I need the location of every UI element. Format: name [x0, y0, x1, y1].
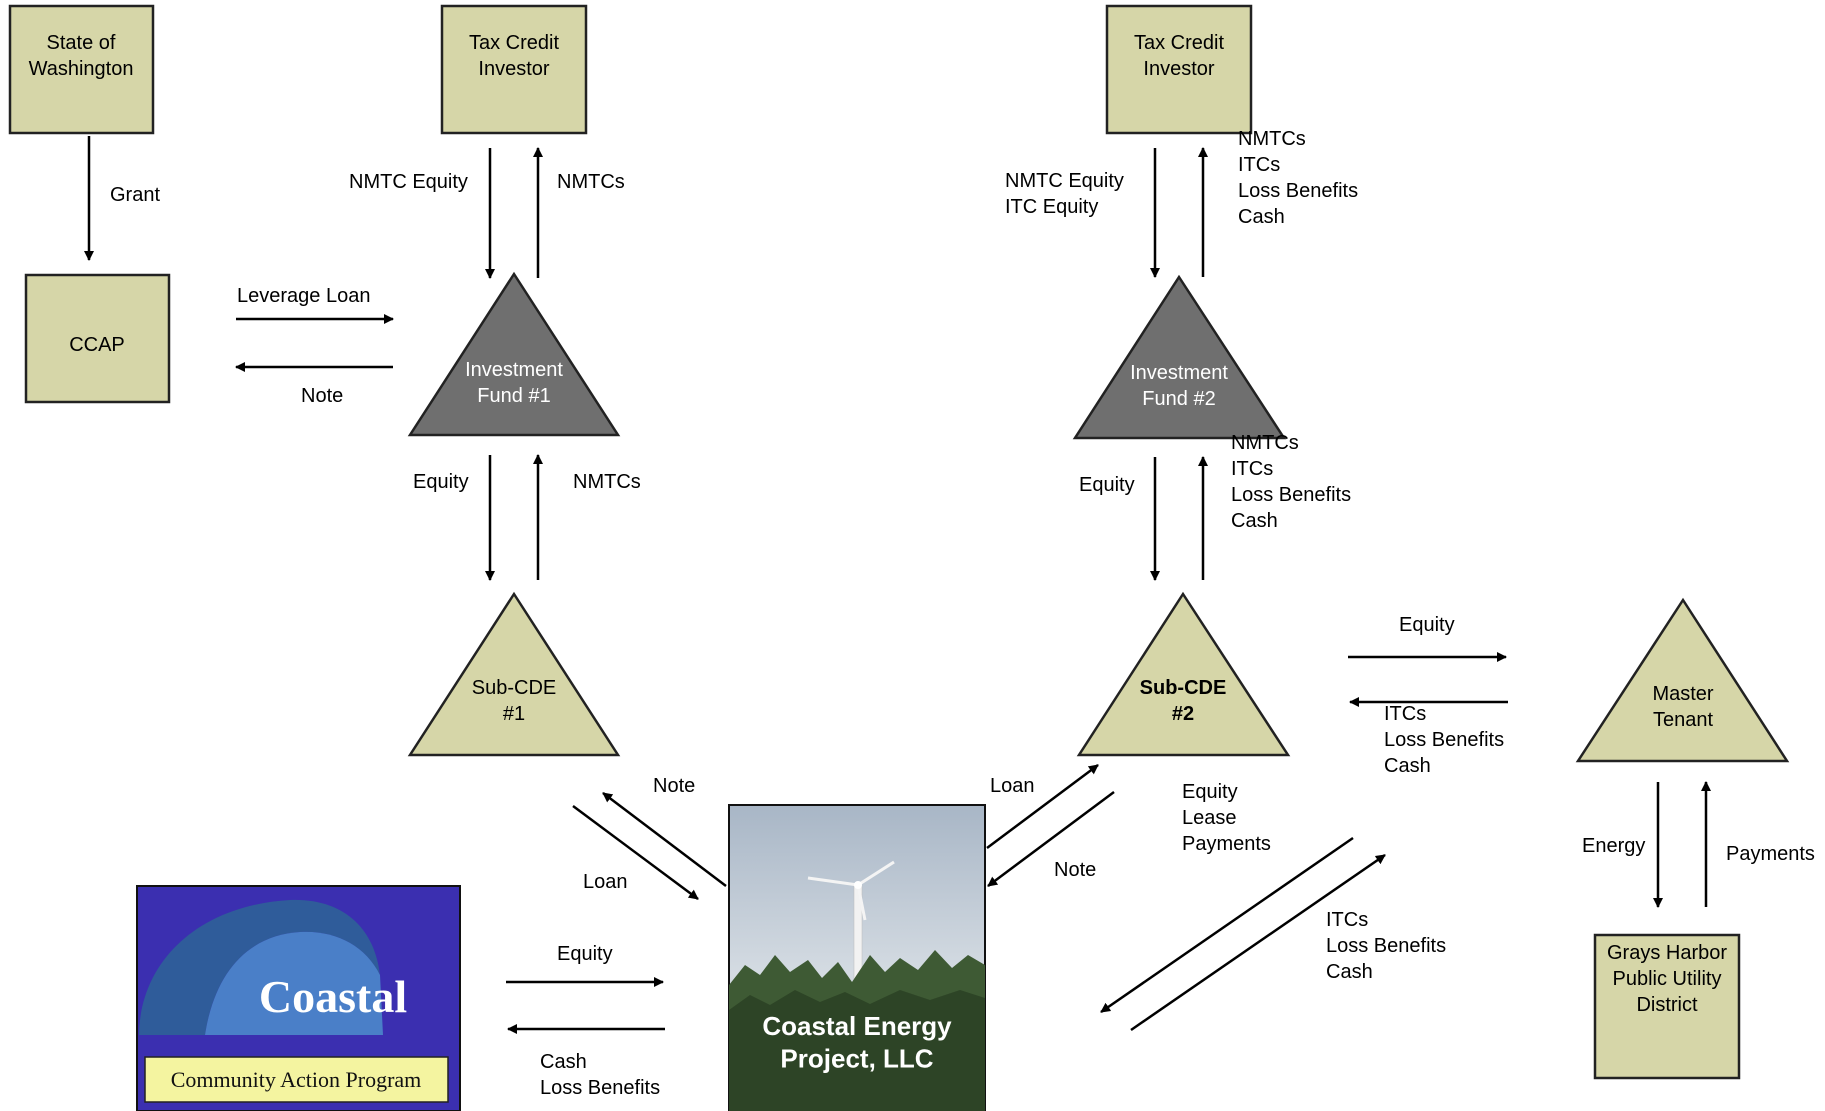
logo-wave [139, 899, 380, 1035]
fund1-triangle [407, 271, 621, 437]
ccap-box [24, 273, 171, 404]
forest-treeline [729, 950, 985, 1111]
nmtcs-investor1-label: NMTCs [557, 171, 625, 193]
ccap-node: CCAP [24, 273, 171, 404]
sub-cde-2-node: Sub-CDE#2 [1076, 591, 1291, 757]
subcde1-label: Sub-CDE#1 [472, 677, 556, 725]
logo-tagline: Community Action Program [171, 1067, 422, 1092]
note-sub2-arrow [987, 790, 1115, 888]
logo-wave-inner [205, 931, 383, 1035]
investor1-box [440, 4, 588, 135]
sub-cde-1-node: Sub-CDE#1 [407, 591, 621, 757]
coastal-logo: Coastal Community Action Program [136, 885, 461, 1111]
subcde1-triangle [407, 591, 621, 757]
subcde2-triangle [1076, 591, 1291, 757]
flow-labels: Grant Leverage Loan Note NMTC Equity NMT… [110, 128, 1815, 1099]
equity-master-label: Equity [1399, 614, 1455, 636]
wind-turbine-icon [807, 860, 895, 991]
loan-sub1-arrow [572, 804, 699, 901]
note-sub1-arrow [602, 792, 727, 887]
grant-label: Grant [110, 184, 160, 206]
equity-fund1-label: Equity [413, 471, 469, 493]
note-sub1-label: Note [653, 775, 695, 797]
investor2-box [1105, 4, 1253, 135]
nmtc-equity-1-label: NMTC Equity [349, 171, 468, 193]
equity-coastal-label: Equity [557, 943, 613, 965]
flow-arrows [84, 136, 1711, 1034]
subcde2-label: Sub-CDE#2 [1140, 677, 1227, 725]
project-returns-arrow [1130, 853, 1386, 1032]
note-sub2-label: Note [1054, 859, 1096, 881]
grays-harbor-box [1593, 933, 1741, 1080]
leverage-loan-label: Leverage Loan [237, 285, 370, 307]
equity-fund2-label: Equity [1079, 474, 1135, 496]
loan-sub2-arrow [986, 763, 1099, 850]
note-ccap-label: Note [301, 385, 343, 407]
logo-wordmark: Coastal [259, 971, 407, 1022]
state-box [8, 4, 155, 135]
loan-sub2-label: Loan [990, 775, 1035, 797]
ccap-label: CCAP [69, 334, 125, 356]
loan-sub1-label: Loan [583, 871, 628, 893]
fund2-triangle [1072, 274, 1287, 440]
nmtcs-fund1-label: NMTCs [573, 471, 641, 493]
master-tenant-triangle [1575, 597, 1790, 763]
equity-lease-arrow [1100, 836, 1354, 1014]
energy-label: Energy [1582, 835, 1645, 857]
logo-tagline-box [144, 1056, 449, 1103]
payments-label: Payments [1726, 843, 1815, 865]
